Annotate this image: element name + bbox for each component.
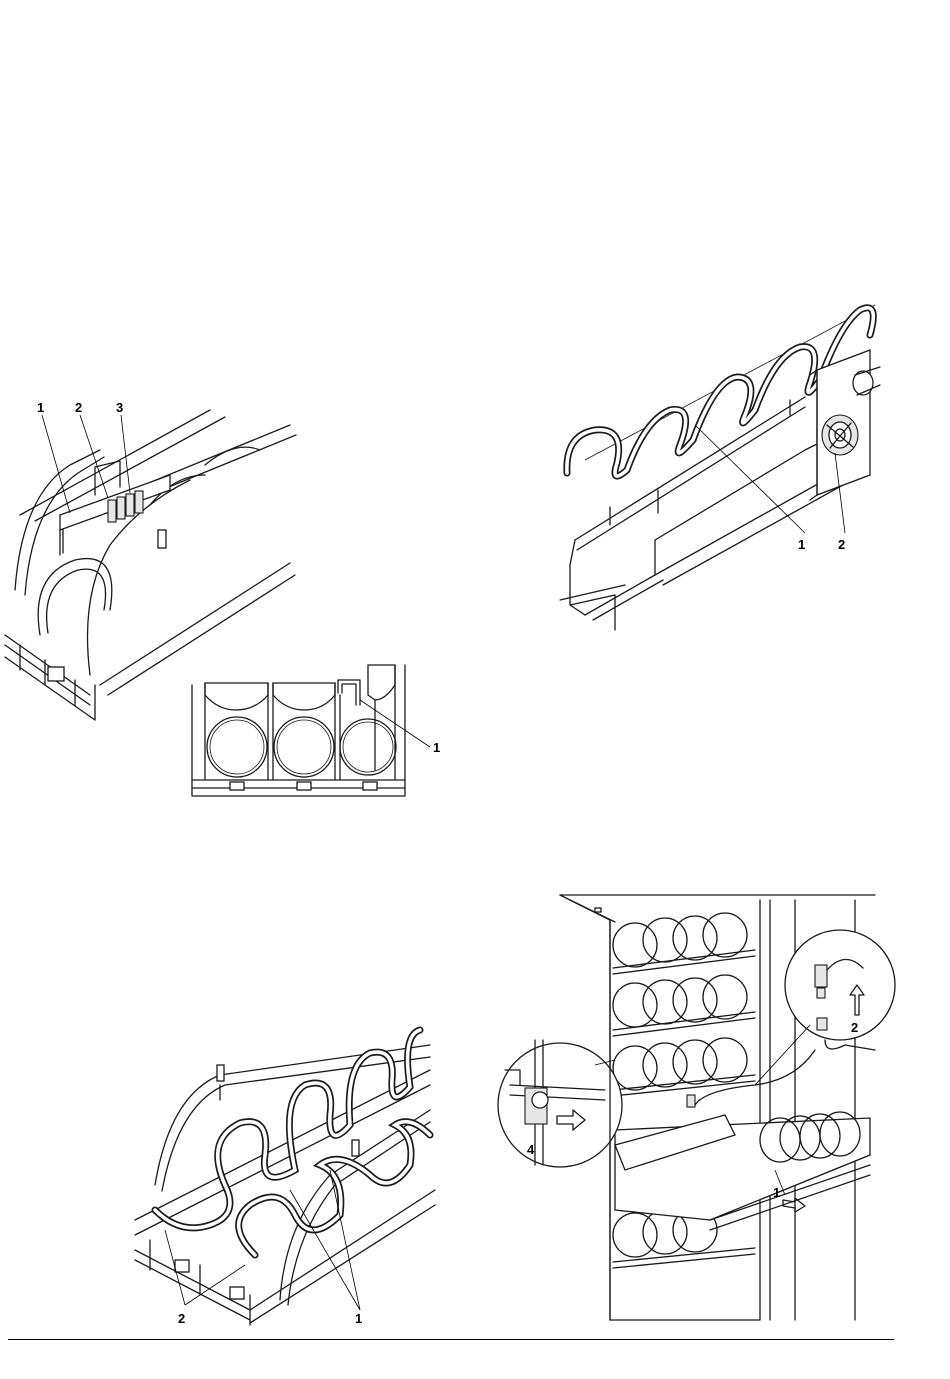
callout-label: 1 — [37, 400, 44, 415]
callout-label: 1 — [355, 1311, 362, 1326]
footer-rule — [8, 1339, 894, 1340]
callout-label: 2 — [178, 1311, 185, 1326]
pulled-drawer — [615, 1112, 870, 1230]
callout-label: 2 — [75, 400, 82, 415]
latch-detail — [498, 1040, 622, 1167]
cabinet-drawer-drawing: 2 4 1 — [495, 890, 880, 1330]
double-spiral-coil — [155, 1030, 430, 1255]
double-spiral-drawing: 2 1 — [130, 1025, 440, 1330]
figure-double-spiral: 2 1 — [130, 1025, 440, 1330]
callout-label: 3 — [116, 400, 123, 415]
divider-front-drawing: 1 — [180, 655, 455, 810]
callout-label: 1 — [433, 740, 440, 755]
callout-label: 4 — [527, 1142, 535, 1157]
callout-label: 1 — [798, 537, 805, 552]
figure-spiral-motor: 1 2 — [555, 285, 885, 635]
callout-label: 2 — [851, 1020, 858, 1035]
figure-divider-front: 1 — [180, 655, 455, 810]
figure-cabinet-drawer: 2 4 1 — [495, 890, 880, 1330]
callout-label: 1 — [773, 1185, 780, 1200]
callout-label: 2 — [838, 537, 845, 552]
connector-detail — [785, 930, 895, 1050]
spiral-motor-drawing: 1 2 — [555, 285, 885, 635]
